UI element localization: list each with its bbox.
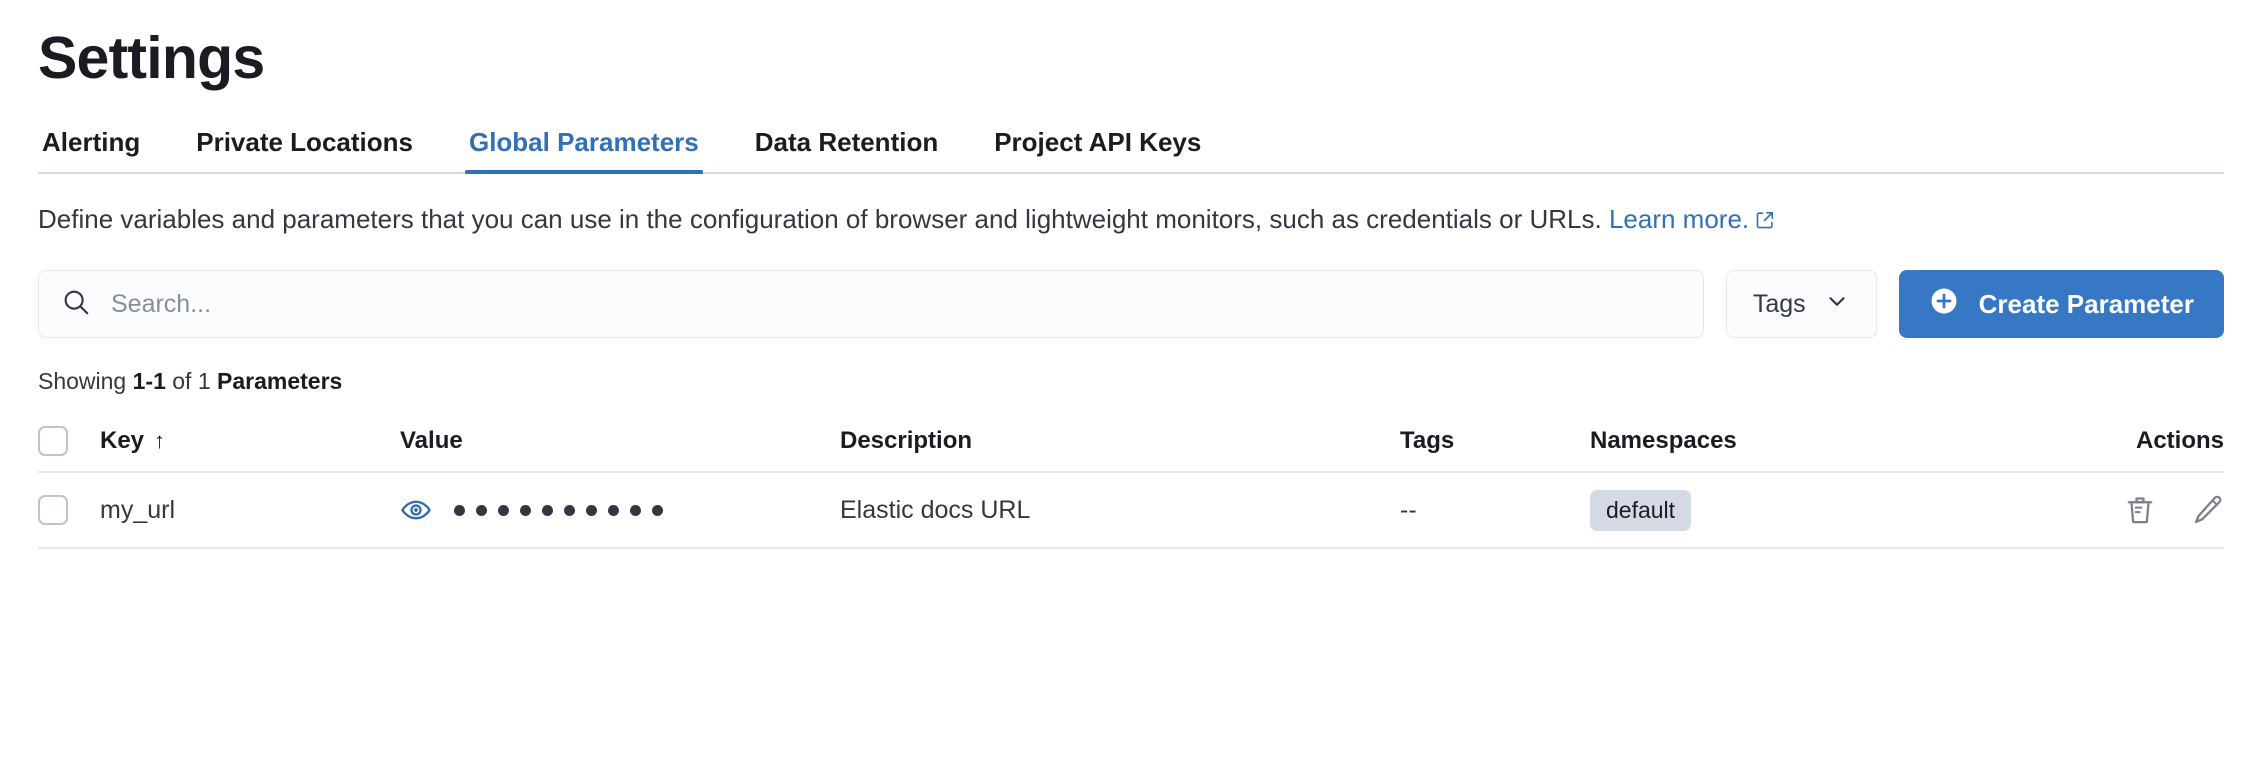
search-input[interactable] bbox=[109, 271, 1681, 338]
page-description: Define variables and parameters that you… bbox=[38, 200, 2198, 240]
masked-value bbox=[454, 504, 663, 516]
search-box[interactable] bbox=[38, 270, 1704, 339]
column-header-description[interactable]: Description bbox=[840, 427, 973, 455]
arrow-up-icon: ↑ bbox=[154, 428, 166, 454]
tab-private-locations[interactable]: Private Locations bbox=[196, 126, 413, 157]
select-all-checkbox[interactable] bbox=[38, 426, 68, 457]
results-prefix: Showing bbox=[38, 368, 133, 395]
eye-icon[interactable] bbox=[400, 494, 432, 526]
description-text: Define variables and parameters that you… bbox=[38, 203, 1609, 234]
tab-data-retention[interactable]: Data Retention bbox=[754, 126, 939, 157]
results-middle: of 1 bbox=[165, 368, 218, 395]
create-parameter-label: Create Parameter bbox=[1978, 288, 2194, 319]
create-parameter-button[interactable]: Create Parameter bbox=[1898, 270, 2224, 339]
namespace-badge: default bbox=[1590, 489, 1692, 531]
table-header-row: Key ↑ Value Description Tags Namespaces … bbox=[38, 411, 2224, 474]
learn-more-link[interactable]: Learn more. bbox=[1608, 203, 1750, 234]
tags-filter-button[interactable]: Tags bbox=[1725, 270, 1877, 339]
chevron-down-icon bbox=[1824, 288, 1850, 321]
tab-alerting[interactable]: Alerting bbox=[42, 126, 141, 157]
row-checkbox[interactable] bbox=[38, 495, 68, 526]
plus-circle-icon bbox=[1929, 286, 1959, 323]
cell-value bbox=[400, 494, 840, 526]
column-header-actions: Actions bbox=[2135, 427, 2224, 455]
page-title: Settings bbox=[38, 25, 265, 91]
results-entity: Parameters bbox=[217, 368, 343, 395]
external-link-icon bbox=[1755, 202, 1775, 240]
column-header-key[interactable]: Key ↑ bbox=[100, 427, 400, 455]
column-header-key-label: Key bbox=[100, 427, 145, 455]
column-header-namespaces[interactable]: Namespaces bbox=[1590, 427, 1737, 455]
results-range: 1-1 bbox=[132, 368, 166, 395]
parameters-table: Key ↑ Value Description Tags Namespaces … bbox=[38, 411, 2224, 550]
tab-project-api-keys[interactable]: Project API Keys bbox=[994, 126, 1202, 157]
delete-icon[interactable] bbox=[2124, 494, 2156, 526]
column-header-tags[interactable]: Tags bbox=[1400, 427, 1455, 455]
controls-row: Tags Create Parameter bbox=[38, 270, 2224, 339]
cell-tags: -- bbox=[1400, 495, 1417, 524]
select-all-cell bbox=[38, 426, 100, 457]
cell-key: my_url bbox=[100, 495, 176, 524]
cell-namespaces: default bbox=[1590, 489, 2034, 531]
column-header-value[interactable]: Value bbox=[400, 427, 463, 455]
tags-filter-label: Tags bbox=[1752, 289, 1806, 318]
row-select-cell bbox=[38, 495, 100, 526]
settings-page: Settings Alerting Private Locations Glob… bbox=[0, 25, 2262, 550]
search-icon bbox=[61, 287, 91, 322]
edit-icon[interactable] bbox=[2192, 494, 2224, 526]
settings-tabs: Alerting Private Locations Global Parame… bbox=[38, 127, 2224, 174]
table-row: my_url Elastic docs URL -- bbox=[38, 473, 2224, 550]
cell-actions bbox=[2034, 494, 2224, 526]
cell-description: Elastic docs URL bbox=[840, 495, 1031, 524]
tab-global-parameters[interactable]: Global Parameters bbox=[464, 127, 703, 174]
results-count: Showing 1-1 of 1 Parameters bbox=[38, 368, 2224, 395]
